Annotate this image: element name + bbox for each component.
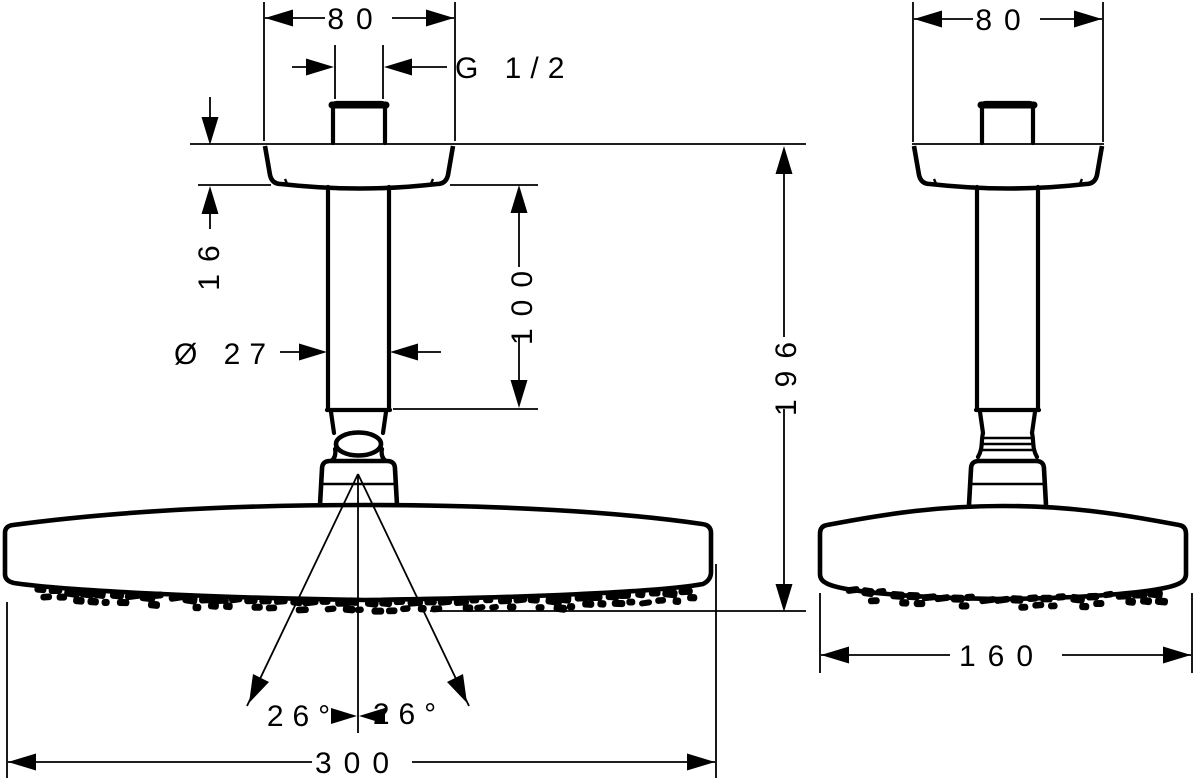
head-depth-extension-lines bbox=[819, 593, 1193, 673]
arrowhead-icon bbox=[390, 343, 418, 361]
head-width-label: 300 bbox=[315, 747, 401, 780]
total-height-label: 196 bbox=[770, 330, 803, 416]
spray-angle-left-label: 26° bbox=[267, 700, 339, 733]
arrowhead-icon bbox=[775, 146, 793, 174]
angle-arrow-right-icon bbox=[447, 674, 467, 703]
arrowhead-icon bbox=[384, 58, 412, 76]
angle-arrow-left-icon bbox=[249, 674, 269, 703]
front-nozzle-band bbox=[34, 584, 698, 615]
arrowhead-icon bbox=[299, 343, 327, 361]
side-view bbox=[817, 100, 1189, 611]
arrowhead-icon bbox=[201, 186, 219, 214]
front-arm-pipe bbox=[324, 184, 393, 413]
angle-arrow-center-right-icon bbox=[359, 708, 385, 724]
front-width-label: 80 bbox=[327, 3, 384, 36]
spray-angle-right-label: 26° bbox=[373, 698, 445, 731]
arrowhead-icon bbox=[1074, 10, 1102, 28]
plate-height-label: 16 bbox=[193, 233, 226, 290]
front-thread-nipple bbox=[330, 100, 388, 146]
side-width-extension-lines bbox=[912, 2, 1104, 142]
arrowhead-icon bbox=[8, 753, 36, 771]
dimension-labels: 80 G 1/2 16 Ø 27 100 196 26° 26° 300 80 … bbox=[174, 3, 1045, 780]
thread-extension-lines bbox=[334, 45, 384, 99]
arrowhead-icon bbox=[821, 646, 849, 664]
side-neck-ribs bbox=[982, 436, 1033, 452]
front-nut bbox=[328, 409, 389, 436]
spray-cone bbox=[246, 473, 470, 733]
side-ceiling-plate bbox=[911, 145, 1105, 191]
thread-label: G 1/2 bbox=[455, 52, 573, 85]
front-plate-ticks bbox=[283, 178, 435, 187]
arrowhead-icon bbox=[510, 380, 528, 408]
side-arm-pipe bbox=[973, 184, 1042, 413]
arrowhead-icon bbox=[510, 185, 528, 213]
dimension-lines bbox=[8, 9, 1191, 771]
arm-diameter-label: Ø 27 bbox=[174, 338, 275, 371]
side-thread-nipple bbox=[979, 100, 1036, 146]
side-width-label: 80 bbox=[975, 4, 1032, 37]
front-width-extension-lines bbox=[263, 2, 456, 141]
spray-cone-lines bbox=[246, 473, 470, 733]
arrowhead-icon bbox=[306, 58, 334, 76]
head-depth-label: 160 bbox=[959, 640, 1045, 673]
arrowhead-icon bbox=[201, 117, 219, 145]
arrowhead-icon bbox=[265, 9, 293, 27]
front-ceiling-plate bbox=[262, 145, 456, 191]
angle-arrow-center-left-icon bbox=[331, 708, 357, 724]
construction-lines bbox=[6, 2, 1193, 778]
arm-length-label: 100 bbox=[506, 259, 539, 345]
side-shower-head bbox=[817, 503, 1189, 602]
arrowhead-icon bbox=[426, 9, 454, 27]
side-ball-neck bbox=[975, 430, 1040, 460]
arrowhead-icon bbox=[687, 753, 715, 771]
side-nozzle-band bbox=[845, 586, 1169, 611]
head-width-extension-lines bbox=[6, 564, 717, 778]
front-ball-joint bbox=[333, 430, 384, 458]
arrowhead-icon bbox=[775, 584, 793, 612]
arrowhead-icon bbox=[1163, 646, 1191, 664]
side-plate-ticks bbox=[932, 178, 1084, 187]
side-nut bbox=[977, 409, 1038, 436]
arrowhead-icon bbox=[914, 10, 942, 28]
